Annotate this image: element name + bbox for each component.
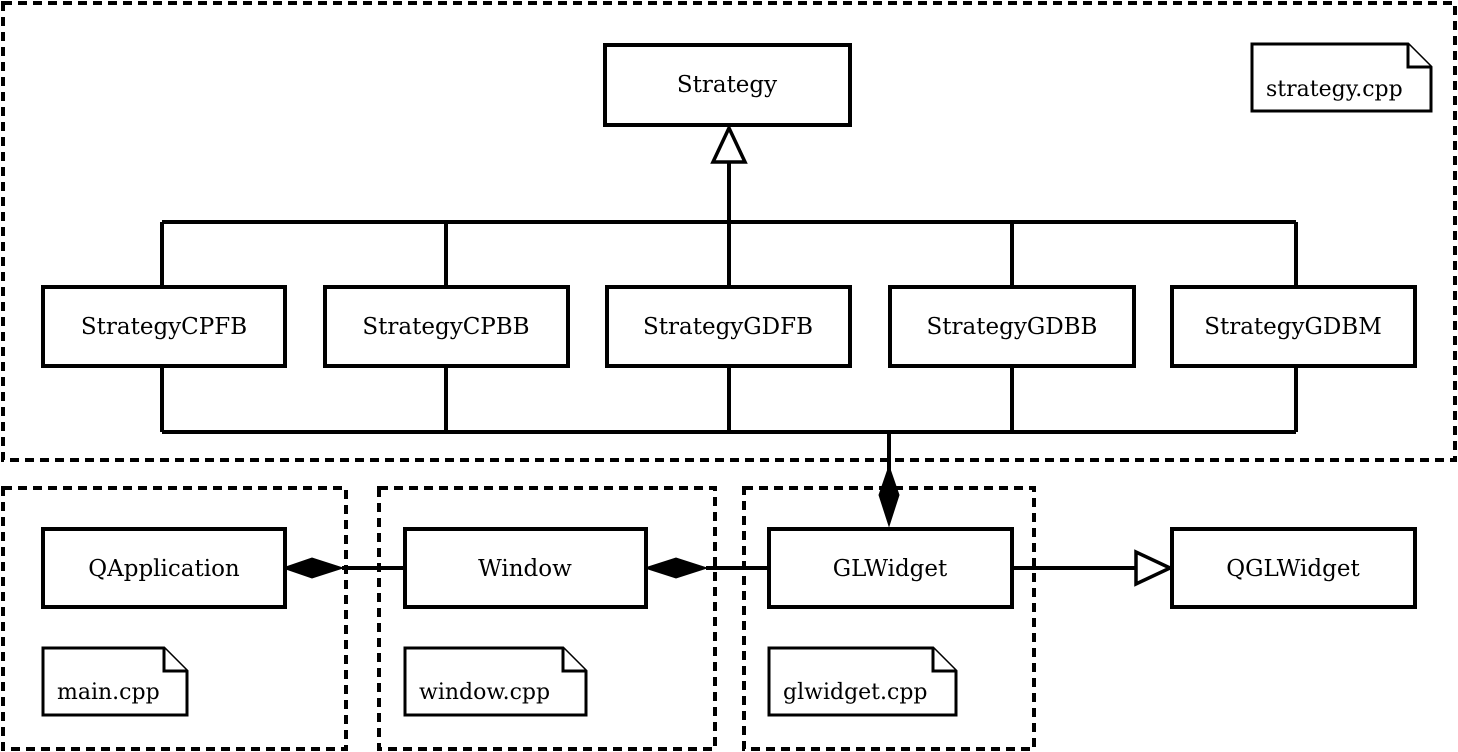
svg-text:Window: Window	[478, 556, 572, 582]
class-strategy: Strategy	[603, 43, 852, 127]
note-main-cpp: main.cpp	[41, 646, 189, 717]
note-window-cpp: window.cpp	[403, 646, 588, 717]
glwidget-strategy-composition-diamond	[878, 464, 900, 528]
class-strategy-cpfb: StrategyCPFB	[41, 285, 287, 368]
qapplication-window-composition-diamond	[281, 557, 345, 579]
package-main-frame	[1, 486, 348, 751]
svg-text:window.cpp: window.cpp	[419, 680, 550, 705]
svg-text:StrategyCPFB: StrategyCPFB	[81, 314, 247, 340]
svg-text:strategy.cpp: strategy.cpp	[1266, 77, 1403, 102]
svg-text:GLWidget: GLWidget	[833, 556, 948, 582]
svg-text:StrategyGDBB: StrategyGDBB	[927, 314, 1098, 340]
window-glwidget-composition-diamond	[643, 557, 709, 579]
note-glwidget-cpp: glwidget.cpp	[767, 646, 958, 717]
qglwidget-generalization-arrowhead	[1134, 549, 1175, 587]
class-strategy-gdbb: StrategyGDBB	[888, 285, 1136, 368]
strategy-generalization-arrowhead	[710, 123, 748, 164]
class-window: Window	[403, 527, 648, 609]
svg-text:StrategyGDBM: StrategyGDBM	[1204, 314, 1382, 340]
svg-text:StrategyGDFB: StrategyGDFB	[643, 314, 813, 340]
svg-text:QGLWidget: QGLWidget	[1226, 556, 1360, 582]
class-strategy-cpbb: StrategyCPBB	[323, 285, 570, 368]
class-qglwidget: QGLWidget	[1170, 527, 1417, 609]
class-qapplication: QApplication	[41, 527, 287, 609]
svg-text:QApplication: QApplication	[88, 556, 240, 582]
svg-text:Strategy: Strategy	[677, 72, 777, 98]
package-strategy-frame	[1, 1, 1457, 462]
class-strategy-gdbm: StrategyGDBM	[1170, 285, 1417, 368]
class-strategy-gdfb: StrategyGDFB	[605, 285, 852, 368]
note-strategy-cpp: strategy.cpp	[1250, 42, 1433, 113]
svg-text:glwidget.cpp: glwidget.cpp	[783, 680, 928, 705]
class-glwidget: GLWidget	[767, 527, 1014, 609]
generalization-tree	[160, 162, 1298, 287]
svg-text:main.cpp: main.cpp	[57, 680, 160, 705]
svg-text:StrategyCPBB: StrategyCPBB	[362, 314, 529, 340]
strategy-bus	[160, 366, 1298, 472]
package-glwidget-frame	[742, 486, 1036, 751]
package-window-frame	[377, 486, 717, 751]
